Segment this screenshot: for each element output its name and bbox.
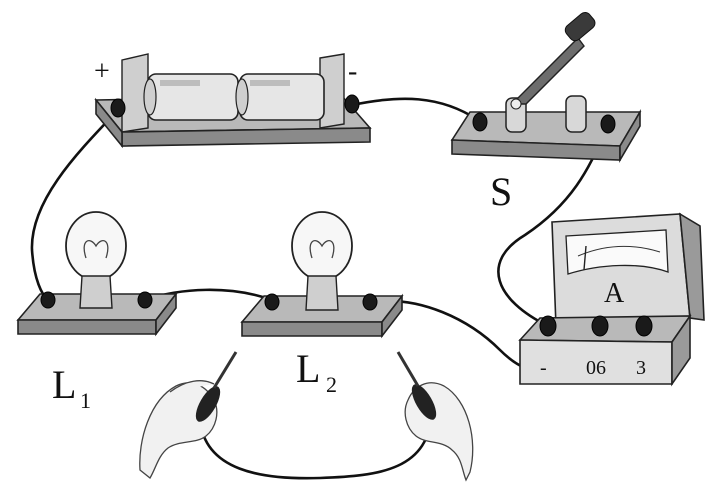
lamp-l1-left-post [40, 291, 56, 309]
lamp-l2: L 2 [240, 211, 404, 397]
left-hand-with-clip [139, 351, 238, 479]
wire-switch-to-ammeter [497, 122, 610, 328]
switch-left-post [472, 112, 488, 132]
knife-switch: S [450, 12, 642, 214]
lamp-l1-right-post [137, 291, 153, 309]
lamp-l2-left-post [264, 293, 280, 311]
lamp-l1: L 1 [16, 211, 178, 413]
ammeter-terminal-3-post [635, 315, 653, 337]
battery-plus-label: + [94, 56, 110, 87]
wire-battery-to-switch [350, 97, 480, 122]
ammeter-needle [583, 245, 587, 271]
switch-handle [564, 12, 596, 42]
battery-minus-post [344, 94, 360, 114]
battery-plus-post [110, 98, 126, 118]
wire-jumper [198, 408, 434, 480]
battery-holder: + - [94, 53, 372, 149]
wire-battery-to-l1 [30, 108, 120, 302]
right-hand-with-clip [396, 351, 474, 482]
battery-minus-label: - [348, 56, 357, 87]
right-clip [411, 384, 437, 420]
ammeter: A - 06 3 [518, 212, 705, 387]
left-clip [195, 386, 221, 422]
ammeter-terminal-3-label: 3 [636, 357, 646, 379]
ammeter-label: A [604, 278, 625, 309]
ammeter-terminal-06-post [591, 315, 609, 337]
ammeter-dial [565, 229, 669, 275]
lamp-l2-letter: L [296, 346, 320, 391]
lamp-l1-subscript: 1 [80, 388, 91, 413]
lamp-l2-subscript: 2 [326, 372, 337, 397]
lamp-l1-letter: L [52, 362, 76, 407]
ammeter-terminal-neg-label: - [540, 357, 547, 379]
switch-label: S [490, 169, 512, 214]
lamp-l2-right-post [362, 293, 378, 311]
switch-right-post [600, 114, 616, 134]
ammeter-terminal-06-label: 06 [586, 357, 606, 379]
switch-blade [510, 36, 585, 105]
ammeter-terminal-neg-post [539, 315, 557, 337]
